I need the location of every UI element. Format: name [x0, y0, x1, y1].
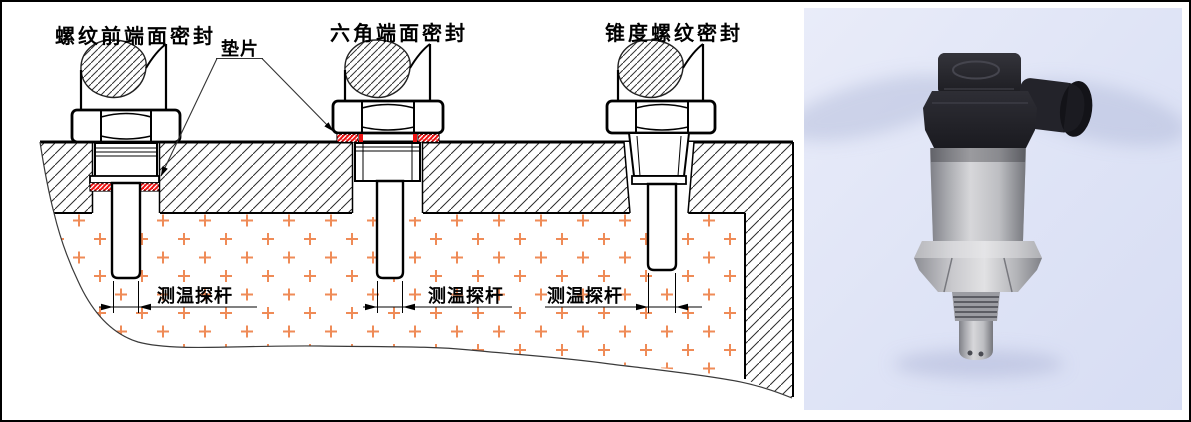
seal-types-diagram: 螺纹前端面密封 六角端面密封 锥度螺纹密封 垫片 测温探杆 测温探杆 测温探杆	[39, 21, 794, 399]
union-nut-collar	[923, 91, 1037, 164]
threaded-stub	[952, 292, 1000, 321]
probe-label-1: 测温探杆	[157, 285, 233, 306]
fitting-front-face-seal	[70, 39, 182, 280]
hex-face-gasket	[336, 133, 440, 143]
seal-type-label-3: 锥度螺纹密封	[605, 21, 743, 45]
hex-nut	[605, 99, 717, 135]
probe-dimension-1	[99, 281, 257, 313]
hex-nut	[70, 108, 182, 144]
sensor-body-break-blob	[617, 39, 684, 99]
temperature-probe-rod	[646, 182, 678, 272]
embossed-logo-oval	[952, 60, 1000, 80]
connector-head	[938, 53, 1021, 95]
probe-label-2: 测温探杆	[428, 285, 504, 306]
sensor-body-break-blob	[80, 39, 147, 99]
temperature-probe-rod	[110, 181, 142, 280]
seal-type-label-2: 六角端面密封	[330, 21, 468, 45]
transmitter-product-photo	[804, 8, 1182, 410]
sensor-body-break-blob	[344, 39, 411, 99]
gasket-leader-lines	[160, 57, 334, 177]
threaded-body	[89, 142, 160, 184]
gasket-label: 垫片	[221, 38, 259, 59]
fitting-tapered-thread-seal	[605, 39, 717, 272]
tapered-threaded-plug	[627, 132, 691, 185]
temperature-probe-rod	[375, 179, 405, 280]
hex-nut	[331, 99, 445, 135]
medium-break-line	[39, 141, 793, 399]
probe-label-3: 测温探杆	[547, 285, 623, 306]
threaded-body	[354, 142, 421, 182]
steel-body-cylinder	[930, 148, 1026, 241]
probe-dimension-2	[363, 281, 512, 313]
process-medium-region	[54, 213, 745, 379]
probe-dimension-3	[545, 273, 702, 313]
fitting-hex-face-seal	[331, 39, 445, 280]
seal-type-label-1: 螺纹前端面密封	[55, 24, 216, 48]
steel-hex-flats	[914, 241, 1042, 293]
wall-hatch-fill	[40, 142, 793, 398]
probe-tip	[959, 321, 993, 360]
